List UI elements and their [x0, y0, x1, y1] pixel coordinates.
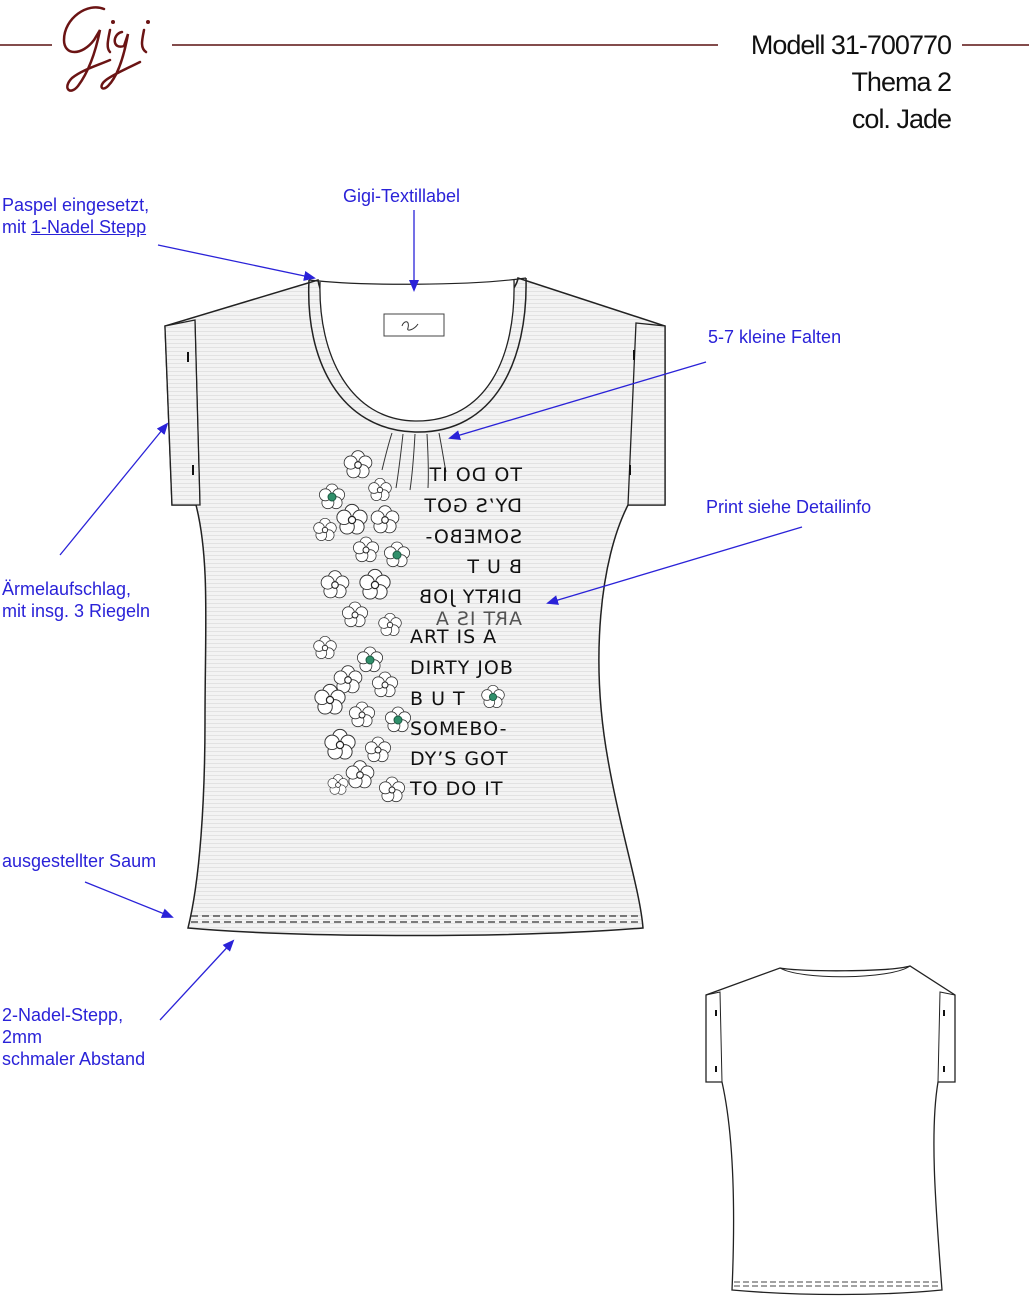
annotation-piping-line2: mit 1-Nadel Stepp [2, 216, 149, 238]
shirt-front: TO DO IT DY’S GOT SOMEBO- B U T DIRTY JO… [164, 277, 666, 937]
neckline-pleats [381, 432, 447, 491]
gigi-logo [62, 6, 150, 92]
annotation-hem: ausgestellter Saum [2, 851, 157, 871]
annotation-sleeve-line2: mit insg. 3 Riegeln [2, 601, 151, 621]
annotation-label: Gigi-Textillabel [343, 186, 461, 206]
print-line-mirrored: B U T [466, 556, 522, 578]
print-line: ART IS A [410, 626, 497, 648]
theme-label: Thema 2 [851, 67, 952, 97]
annotation-sleeve: Ärmelaufschlag, mit insg. 3 Riegeln [2, 578, 150, 622]
annotation-stitch-line1: 2-Nadel-Stepp, [2, 1005, 124, 1025]
annotation-piping-line1: Paspel eingesetzt, [2, 195, 150, 215]
print-line-mirrored: DY’S GOT [423, 495, 522, 517]
annotation-piping-link[interactable]: 1-Nadel Stepp [31, 217, 147, 237]
textile-label [383, 313, 445, 337]
print-line: SOMEBO- [410, 718, 507, 740]
neckline-inner [319, 279, 515, 422]
arrow-hem [84, 881, 174, 918]
shirt-back-body [705, 965, 956, 1296]
annotation-piping: Paspel eingesetzt, mit 1-Nadel Stepp [2, 194, 149, 238]
print-line-mirrored: DIRTY JOB [418, 586, 522, 608]
annotation-stitch-line3: schmaler Abstand [2, 1049, 146, 1069]
print-line: TO DO IT [409, 778, 503, 800]
right-sleeve-cuff [627, 322, 666, 506]
annotation-arrows [59, 210, 803, 1021]
print-line-mirrored: TO DO IT [429, 464, 523, 486]
hem-stitching [191, 915, 641, 923]
arrow-sleeve [59, 422, 169, 556]
arrow-piping [157, 244, 316, 281]
neckline-outer [307, 277, 527, 433]
annotation-pleats: 5-7 kleine Falten [708, 327, 842, 347]
sleeve-bartacks [187, 350, 635, 475]
shirt-back [705, 965, 956, 1296]
annotation-print: Print siehe Detailinfo [706, 497, 872, 517]
annotation-sleeve-line1: Ärmelaufschlag, [2, 579, 132, 599]
color-label: col. Jade [851, 104, 952, 134]
arrow-print [546, 526, 803, 605]
print-line-mirrored: ART IS A [435, 608, 522, 630]
print-line: DIRTY JOB [410, 657, 514, 679]
print-line-mirrored: SOMEBO- [425, 526, 522, 548]
print-line: DY’S GOT [410, 748, 509, 770]
arrow-pleats [448, 361, 707, 440]
annotation-piping-prefix: mit [2, 217, 31, 237]
annotation-stitch-line2: 2mm [2, 1027, 42, 1047]
print-line: B U T [410, 688, 466, 710]
annotation-stitch: 2-Nadel-Stepp, 2mm schmaler Abstand [2, 1004, 145, 1070]
print-text-normal: ART IS A DIRTY JOB B U T SOMEBO- DY’S GO… [409, 626, 514, 800]
print-text-mirrored: TO DO IT DY’S GOT SOMEBO- B U T DIRTY JO… [418, 464, 523, 630]
arrow-stitch [159, 939, 235, 1021]
model-number: Modell 31-700770 [750, 30, 952, 60]
